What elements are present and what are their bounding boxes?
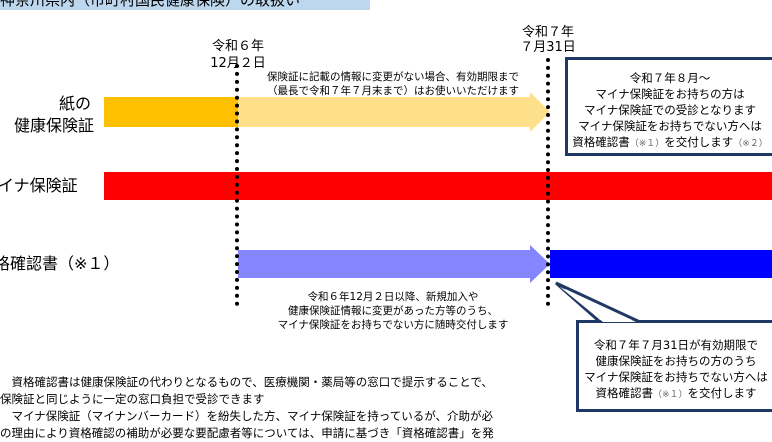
footer-line: 保険証と同じように一定の窓口負担で受診できます	[0, 392, 265, 406]
date-line1: 令和７年	[521, 25, 574, 40]
date-line2: 12月２日	[210, 56, 266, 71]
divider-2024-12-02	[235, 64, 239, 306]
note-line: 健康保険証情報に変更があった方等のうち、	[288, 305, 498, 317]
footnote-ref: （※１）	[652, 390, 688, 400]
callout-august-2025: 令和７年８月～ マイナ保険証をお持ちの方は マイナ保険証での受診となります マイ…	[565, 57, 772, 156]
note-line: 保険証に記載の情報に変更がない場合、有効期限まで	[267, 71, 519, 83]
paper-bar-before	[104, 97, 238, 127]
note-line: マイナ保険証をお持ちでない方に随時交付します	[277, 319, 509, 331]
callout-line: 令和７年８月～	[629, 71, 711, 85]
callout-line: マイナ保険証をお持ちでない方へは	[578, 119, 762, 133]
footnote-ref: （※１）	[629, 139, 665, 149]
page-title: 神奈川県内（市町村国民健康保険）の取扱い	[0, 0, 370, 10]
row-label-paper: 紙の 健康保険証	[0, 93, 130, 137]
date-2024-12-02: 令和６年 12月２日	[188, 38, 288, 72]
date-line2: ７月31日	[520, 40, 576, 55]
callout-expiry-2025-07-31: 令和７年７月31日が有効期限で 健康保険証をお持ちの方のうち マイナ保険証をお持…	[576, 320, 772, 412]
callout-line: マイナ保険証をお持ちでない方へは	[584, 370, 768, 384]
paper-note: 保険証に記載の情報に変更がない場合、有効期限まで （最長で令和７年７月末まで）は…	[248, 70, 538, 98]
callout-line: 令和７年７月31日が有効期限で	[593, 338, 759, 352]
cert-arrow-before	[238, 245, 550, 283]
note-line: 令和６年12月２日以降、新規加入や	[307, 291, 479, 303]
callout-line: 資格確認書（※１）を交付します	[579, 385, 772, 403]
text: 資格確認書	[595, 386, 653, 400]
row-label-line: 紙の	[58, 94, 91, 113]
date-2025-07-31: 令和７年 ７月31日	[498, 25, 598, 55]
footnote-ref: （※２）	[733, 139, 768, 149]
text: を交付します	[687, 386, 757, 400]
text: 資格確認書	[572, 135, 630, 149]
callout-line: マイナ保険証をお持ちの方は	[595, 87, 745, 101]
footer-line: 資格確認書は健康保険証の代わりとなるもので、医療機関・薬局等の窓口で提示すること…	[0, 375, 493, 389]
note-line: （最長で令和７年７月末まで）はお使いいただけます	[267, 85, 519, 97]
row-label-line: 健康保険証	[13, 116, 94, 135]
callout-pointer	[555, 281, 641, 324]
myna-arrow	[104, 172, 772, 200]
certificate-note: 令和６年12月２日以降、新規加入や 健康保険証情報に変更があった方等のうち、 マ…	[248, 290, 538, 332]
callout-line: 健康保険証をお持ちの方のうち	[595, 354, 757, 368]
cert-arrow-after	[550, 250, 772, 278]
divider-2025-07-31	[546, 58, 550, 306]
paper-arrow-after	[238, 92, 550, 132]
callout-line: マイナ保険証での受診となります	[584, 103, 756, 117]
text: を交付します	[664, 135, 734, 149]
footer-line: の理由により資格確認の補助が必要な要配慮者等については、申請に基づき「資格確認書…	[0, 426, 494, 440]
date-line1: 令和６年	[211, 39, 264, 54]
row-label-myna: マイナ保険証	[0, 176, 78, 195]
footer-line: マイナ保険証（マイナンバーカード）を紛失した方、マイナ保険証を持っているが、介助…	[0, 409, 493, 423]
row-label-certificate: 資格確認書（※１）	[0, 254, 120, 273]
callout-line: 資格確認書（※１）を交付します（※２）	[568, 134, 772, 152]
